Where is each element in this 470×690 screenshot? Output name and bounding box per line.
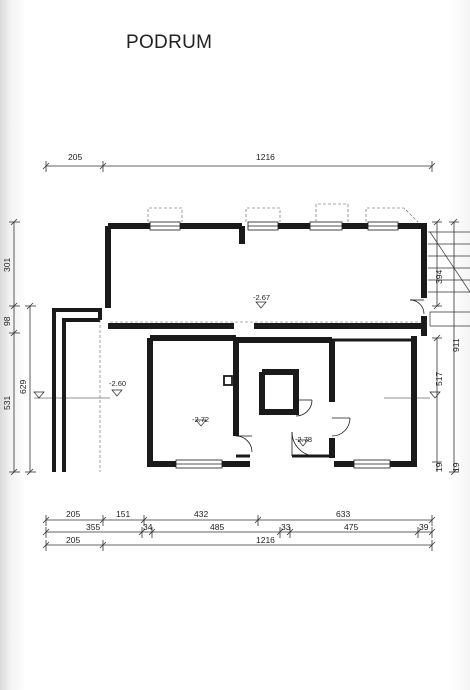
dim-right-19a: 19 — [434, 462, 444, 472]
dim-top-left: 205 — [68, 152, 82, 162]
dim-b1-205: 205 — [66, 509, 80, 519]
dim-b3-205: 205 — [66, 535, 80, 545]
dim-b2-475: 475 — [344, 522, 358, 532]
page-title: PODRUM — [126, 32, 213, 53]
dim-b1-432: 432 — [194, 509, 208, 519]
dim-right-911: 911 — [451, 338, 461, 352]
dim-b2-39: 39 — [419, 522, 429, 532]
dim-b1-633: 633 — [336, 509, 350, 519]
windows-bottom — [175, 459, 391, 469]
dim-b1-151: 151 — [116, 509, 130, 519]
stairs — [428, 231, 470, 327]
dim-b2-33: 33 — [281, 522, 291, 532]
column-square — [223, 375, 233, 386]
dim-b3-1216: 1216 — [256, 535, 275, 545]
dim-right-394: 394 — [434, 270, 444, 284]
left-strip — [52, 308, 102, 472]
level-room-left: -2.72 — [192, 415, 209, 424]
dim-left-301: 301 — [2, 258, 12, 272]
level-hall: -2.78 — [295, 435, 312, 444]
left-dimension-lines — [9, 218, 36, 476]
bottom-dimension-lines — [42, 515, 436, 551]
level-left-strip: -2.60 — [109, 379, 126, 388]
dim-right-517: 517 — [434, 372, 444, 386]
dim-b2-355: 355 — [86, 522, 100, 532]
level-markers — [33, 301, 441, 447]
dim-left-629: 629 — [18, 380, 28, 394]
right-dimension-lines — [432, 218, 459, 476]
top-dimension-line — [42, 161, 436, 172]
dim-left-531: 531 — [2, 396, 12, 410]
windows-top — [149, 221, 399, 231]
dim-left-98: 98 — [2, 316, 12, 326]
dim-b2-485: 485 — [210, 522, 224, 532]
window-wells — [147, 203, 419, 223]
dim-top-total: 1216 — [256, 152, 275, 162]
walls — [105, 223, 427, 467]
level-upper-room: -2.67 — [253, 293, 270, 302]
dim-right-19b: 19 — [451, 462, 461, 472]
doors — [235, 299, 425, 457]
dim-b2-34: 34 — [143, 522, 153, 532]
